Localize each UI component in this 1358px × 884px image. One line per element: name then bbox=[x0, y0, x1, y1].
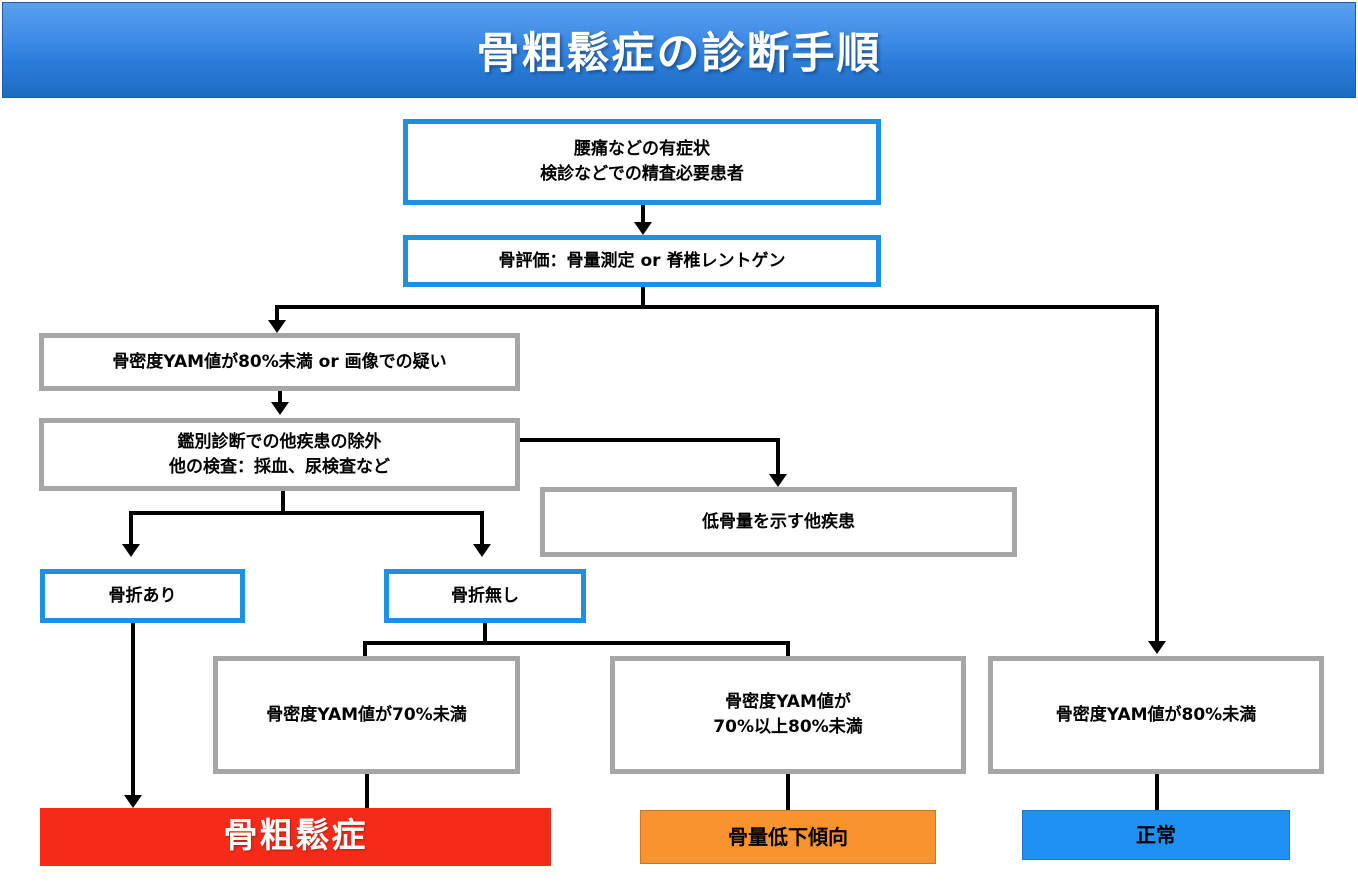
connector-symptoms-to-evaluation bbox=[641, 205, 645, 227]
connector-fracture-absent-right-leg bbox=[786, 641, 790, 659]
node-symptoms-text: 腰痛などの有症状 検診などでの精査必要患者 bbox=[540, 139, 744, 184]
connector-evaluation-stem bbox=[641, 287, 645, 307]
connector-yam70-to-osteoporosis bbox=[365, 774, 369, 808]
connector-evaluation-left-leg bbox=[275, 305, 279, 325]
node-fracture-present-text: 骨折あり bbox=[108, 585, 177, 606]
connector-differential-left-leg bbox=[129, 511, 133, 547]
page-title: 骨粗鬆症の診断手順 bbox=[476, 29, 882, 79]
arrow-differential-to-fracture-absent bbox=[473, 544, 491, 557]
node-yam-under-80-or-imaging-text: 骨密度YAM値が80%未満 or 画像での疑い bbox=[112, 351, 447, 372]
node-yam-under-80-text: 骨密度YAM値が80%未満 bbox=[1055, 704, 1257, 725]
arrow-differential-to-fracture-present bbox=[122, 544, 140, 557]
node-other-low-bone-mass-disease-text: 低骨量を示す他疾患 bbox=[702, 511, 855, 532]
connector-differential-to-other-disease-v bbox=[776, 438, 780, 478]
node-yam-under-80-or-imaging[interactable]: 骨密度YAM値が80%未満 or 画像での疑い bbox=[39, 333, 520, 391]
connector-differential-stem bbox=[281, 491, 285, 513]
node-fracture-present[interactable]: 骨折あり bbox=[40, 569, 245, 623]
node-result-osteoporosis-text: 骨粗鬆症 bbox=[223, 816, 368, 857]
node-bone-evaluation-text: 骨評価：骨量測定 or 脊椎レントゲン bbox=[498, 250, 786, 271]
connector-fracture-absent-split-bar bbox=[363, 641, 790, 645]
arrow-evaluation-to-yam-under-80 bbox=[1148, 641, 1166, 654]
node-other-low-bone-mass-disease[interactable]: 低骨量を示す他疾患 bbox=[540, 487, 1017, 557]
connector-evaluation-split-bar bbox=[275, 305, 1159, 309]
connector-fracture-absent-left-leg bbox=[363, 641, 367, 659]
connector-differential-to-other-disease-h bbox=[520, 438, 780, 442]
arrow-fracture-present-to-osteoporosis bbox=[124, 795, 142, 808]
arrow-yam80-to-differential bbox=[271, 402, 289, 415]
node-result-osteoporosis[interactable]: 骨粗鬆症 bbox=[40, 808, 551, 866]
node-result-normal[interactable]: 正常 bbox=[1022, 810, 1290, 860]
node-result-bone-mass-decline-text: 骨量低下傾向 bbox=[728, 824, 848, 849]
page-title-banner: 骨粗鬆症の診断手順 bbox=[2, 2, 1356, 98]
arrow-evaluation-to-yam80-or-imaging bbox=[268, 320, 286, 333]
node-differential-diagnosis[interactable]: 鑑別診断での他疾患の除外 他の検査：採血、尿検査など bbox=[39, 418, 520, 491]
node-yam-under-80[interactable]: 骨密度YAM値が80%未満 bbox=[988, 656, 1324, 774]
connector-differential-split-bar bbox=[129, 511, 484, 515]
node-yam-70-to-80-text: 骨密度YAM値が 70%以上80%未満 bbox=[713, 692, 863, 737]
arrow-differential-to-other-disease bbox=[769, 474, 787, 487]
arrow-symptoms-to-evaluation bbox=[634, 222, 652, 235]
node-result-bone-mass-decline[interactable]: 骨量低下傾向 bbox=[640, 810, 936, 864]
node-fracture-absent-text: 骨折無し bbox=[451, 585, 519, 606]
connector-fracture-present-to-osteoporosis bbox=[131, 623, 135, 798]
node-bone-evaluation[interactable]: 骨評価：骨量測定 or 脊椎レントゲン bbox=[403, 235, 881, 287]
node-differential-diagnosis-text: 鑑別診断での他疾患の除外 他の検査：採血、尿検査など bbox=[169, 431, 390, 477]
connector-yam80-to-differential bbox=[278, 391, 282, 406]
node-yam-under-70[interactable]: 骨密度YAM値が70%未満 bbox=[213, 656, 520, 774]
node-result-normal-text: 正常 bbox=[1136, 822, 1176, 847]
node-yam-under-70-text: 骨密度YAM値が70%未満 bbox=[266, 704, 467, 725]
node-fracture-absent[interactable]: 骨折無し bbox=[384, 569, 586, 623]
connector-yam80-to-normal bbox=[1155, 774, 1159, 810]
node-symptoms[interactable]: 腰痛などの有症状 検診などでの精査必要患者 bbox=[403, 119, 881, 205]
node-yam-70-to-80[interactable]: 骨密度YAM値が 70%以上80%未満 bbox=[610, 656, 966, 774]
connector-differential-right-leg bbox=[480, 511, 484, 547]
connector-evaluation-right-leg bbox=[1155, 305, 1159, 645]
connector-fracture-absent-stem bbox=[483, 623, 487, 645]
connector-yam7080-to-decline bbox=[786, 774, 790, 810]
